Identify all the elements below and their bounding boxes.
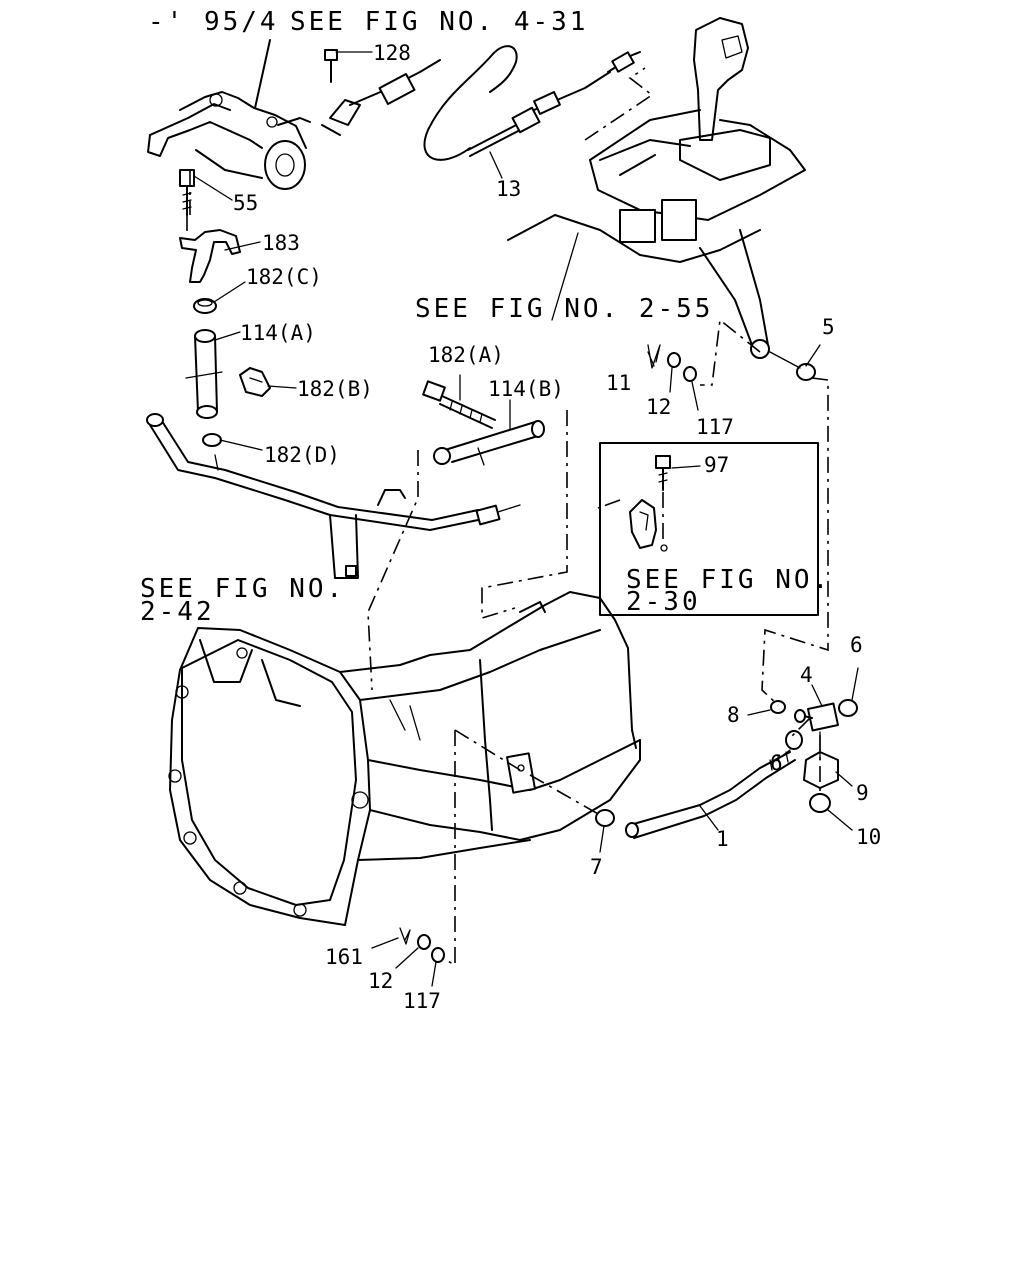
callout-97: 97 — [704, 453, 729, 477]
callout-114b: 114(B) — [488, 377, 564, 401]
swivel-4 — [794, 702, 840, 732]
callout-7: 7 — [590, 855, 603, 879]
washer-8 — [770, 700, 786, 714]
callout-8: 8 — [727, 703, 740, 727]
see-fig-2-42-note-line1: SEE FIG NO. — [140, 574, 345, 604]
callout-1: 1 — [716, 827, 729, 851]
detail-box-fig-2-30 — [599, 442, 819, 616]
see-fig-2-42-note-line2: 2-42 — [140, 597, 215, 627]
nut-5 — [769, 351, 816, 381]
clip-bracket — [629, 492, 668, 552]
bolt-128 — [324, 49, 338, 83]
washer-117-top — [683, 366, 697, 382]
bracket-9 — [803, 731, 839, 789]
nut-6-lower — [785, 730, 803, 750]
callout-10: 10 — [856, 825, 881, 849]
callout-6-right: 6 — [850, 633, 863, 657]
hose-clamp-182b — [239, 367, 271, 397]
nut-6-right — [838, 699, 858, 717]
shift-lever-assembly — [507, 17, 806, 359]
callout-4: 4 — [800, 663, 813, 687]
see-fig-4-31-note: SEE FIG NO. 4-31 — [290, 7, 588, 37]
leader-lines — [193, 51, 859, 987]
selector-lever-housing — [147, 39, 311, 190]
transmission-case — [168, 591, 641, 926]
hose-114a — [185, 329, 223, 419]
connector-lines — [189, 170, 829, 967]
see-fig-2-55-note: SEE FIG NO. 2-55 — [415, 294, 713, 324]
cotter-pin-161 — [399, 927, 411, 945]
callout-12-bottom: 12 — [368, 969, 393, 993]
callout-13: 13 — [496, 177, 521, 201]
callout-182a: 182(A) — [428, 343, 504, 367]
washer-12-top — [667, 352, 681, 368]
bracket-183 — [179, 215, 241, 283]
callout-182d: 182(D) — [264, 443, 340, 467]
tie-strap-182a — [422, 380, 496, 429]
callout-161: 161 — [325, 945, 363, 969]
callout-182b: 182(B) — [297, 377, 373, 401]
callout-55: 55 — [233, 191, 258, 215]
bolt-55 — [179, 169, 195, 216]
callout-5: 5 — [822, 315, 835, 339]
washer-12-bottom — [417, 934, 431, 950]
callout-182c: 182(C) — [246, 265, 322, 289]
callout-128: 128 — [373, 41, 411, 65]
callout-117-bottom: 117 — [403, 989, 441, 1013]
callout-6-lower: 6 — [770, 751, 783, 775]
callout-9: 9 — [856, 781, 869, 805]
callout-117-top: 117 — [696, 415, 734, 439]
shift-rod-1 — [625, 751, 796, 839]
see-fig-2-30-note-line2: 2-30 — [626, 587, 701, 617]
hose-clamp-182d — [202, 433, 222, 471]
oil-filler-tube — [146, 413, 521, 579]
callout-11: 11 — [606, 371, 631, 395]
callout-183: 183 — [262, 231, 300, 255]
nut-10 — [809, 793, 831, 813]
washer-117-bottom — [431, 947, 445, 963]
shift-cable — [321, 45, 641, 161]
hose-clamp-182c — [193, 298, 217, 314]
see-fig-2-30-note-line1: SEE FIG NO. — [626, 565, 831, 595]
callout-114a: 114(A) — [240, 321, 316, 345]
bolt-7 — [529, 774, 615, 827]
date-note: -' 95/4 — [148, 7, 279, 37]
bolt-97 — [655, 455, 671, 491]
callout-12-top: 12 — [646, 395, 671, 419]
hose-114b — [433, 420, 545, 466]
